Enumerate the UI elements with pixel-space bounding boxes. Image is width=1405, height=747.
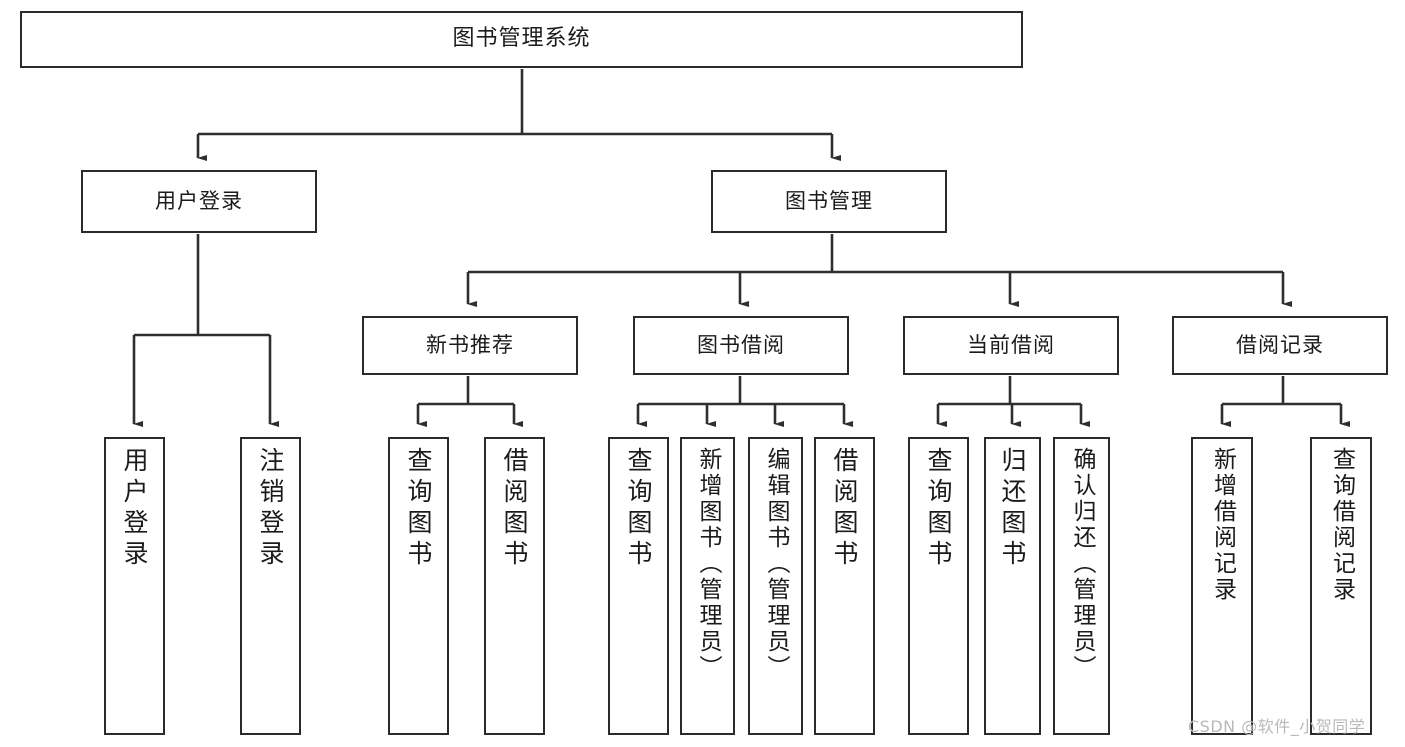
leaf-book-borrow-2[interactable]: 新增图书（管理员） bbox=[680, 437, 735, 735]
leaf-current-borrow-3-label: 确认归还（管理员） bbox=[1069, 447, 1095, 681]
leaf-current-borrow-2-label: 归还图书 bbox=[998, 447, 1027, 571]
leaf-borrow-record-2-label: 查询借阅记录 bbox=[1328, 447, 1355, 603]
node-book-management-label: 图书管理 bbox=[785, 189, 873, 214]
leaf-borrow-record-2[interactable]: 查询借阅记录 bbox=[1310, 437, 1372, 735]
node-new-book-recommend[interactable]: 新书推荐 bbox=[362, 316, 578, 375]
node-book-borrow-label: 图书借阅 bbox=[697, 333, 785, 358]
leaf-book-borrow-4[interactable]: 借阅图书 bbox=[814, 437, 875, 735]
node-new-book-recommend-label: 新书推荐 bbox=[426, 333, 514, 358]
node-user-login-label: 用户登录 bbox=[155, 189, 243, 214]
node-current-borrow-label: 当前借阅 bbox=[967, 333, 1055, 358]
leaf-user-login-1[interactable]: 用户登录 bbox=[104, 437, 165, 735]
leaf-new-book-1-label: 查询图书 bbox=[404, 447, 433, 571]
node-user-login[interactable]: 用户登录 bbox=[81, 170, 317, 233]
leaf-book-borrow-1[interactable]: 查询图书 bbox=[608, 437, 669, 735]
watermark: CSDN @软件_小贺同学 bbox=[1188, 717, 1366, 736]
leaf-book-borrow-3[interactable]: 编辑图书（管理员） bbox=[748, 437, 803, 735]
node-root-label: 图书管理系统 bbox=[452, 26, 591, 52]
leaf-current-borrow-2[interactable]: 归还图书 bbox=[984, 437, 1041, 735]
leaf-current-borrow-3[interactable]: 确认归还（管理员） bbox=[1053, 437, 1110, 735]
leaf-borrow-record-1[interactable]: 新增借阅记录 bbox=[1191, 437, 1253, 735]
leaf-new-book-2-label: 借阅图书 bbox=[500, 447, 529, 571]
node-root[interactable]: 图书管理系统 bbox=[20, 11, 1023, 68]
leaf-current-borrow-1-label: 查询图书 bbox=[924, 447, 953, 571]
leaf-book-borrow-4-label: 借阅图书 bbox=[830, 447, 859, 571]
leaf-book-borrow-2-label: 新增图书（管理员） bbox=[695, 447, 721, 681]
leaf-user-login-2-label: 注销登录 bbox=[256, 447, 285, 571]
node-book-borrow[interactable]: 图书借阅 bbox=[633, 316, 849, 375]
leaf-new-book-1[interactable]: 查询图书 bbox=[388, 437, 449, 735]
node-borrow-record[interactable]: 借阅记录 bbox=[1172, 316, 1388, 375]
leaf-current-borrow-1[interactable]: 查询图书 bbox=[908, 437, 969, 735]
leaf-book-borrow-3-label: 编辑图书（管理员） bbox=[763, 447, 789, 681]
node-current-borrow[interactable]: 当前借阅 bbox=[903, 316, 1119, 375]
node-borrow-record-label: 借阅记录 bbox=[1236, 333, 1324, 358]
node-book-management[interactable]: 图书管理 bbox=[711, 170, 947, 233]
leaf-user-login-2[interactable]: 注销登录 bbox=[240, 437, 301, 735]
leaf-borrow-record-1-label: 新增借阅记录 bbox=[1209, 447, 1236, 603]
leaf-new-book-2[interactable]: 借阅图书 bbox=[484, 437, 545, 735]
leaf-user-login-1-label: 用户登录 bbox=[120, 447, 149, 571]
leaf-book-borrow-1-label: 查询图书 bbox=[624, 447, 653, 571]
